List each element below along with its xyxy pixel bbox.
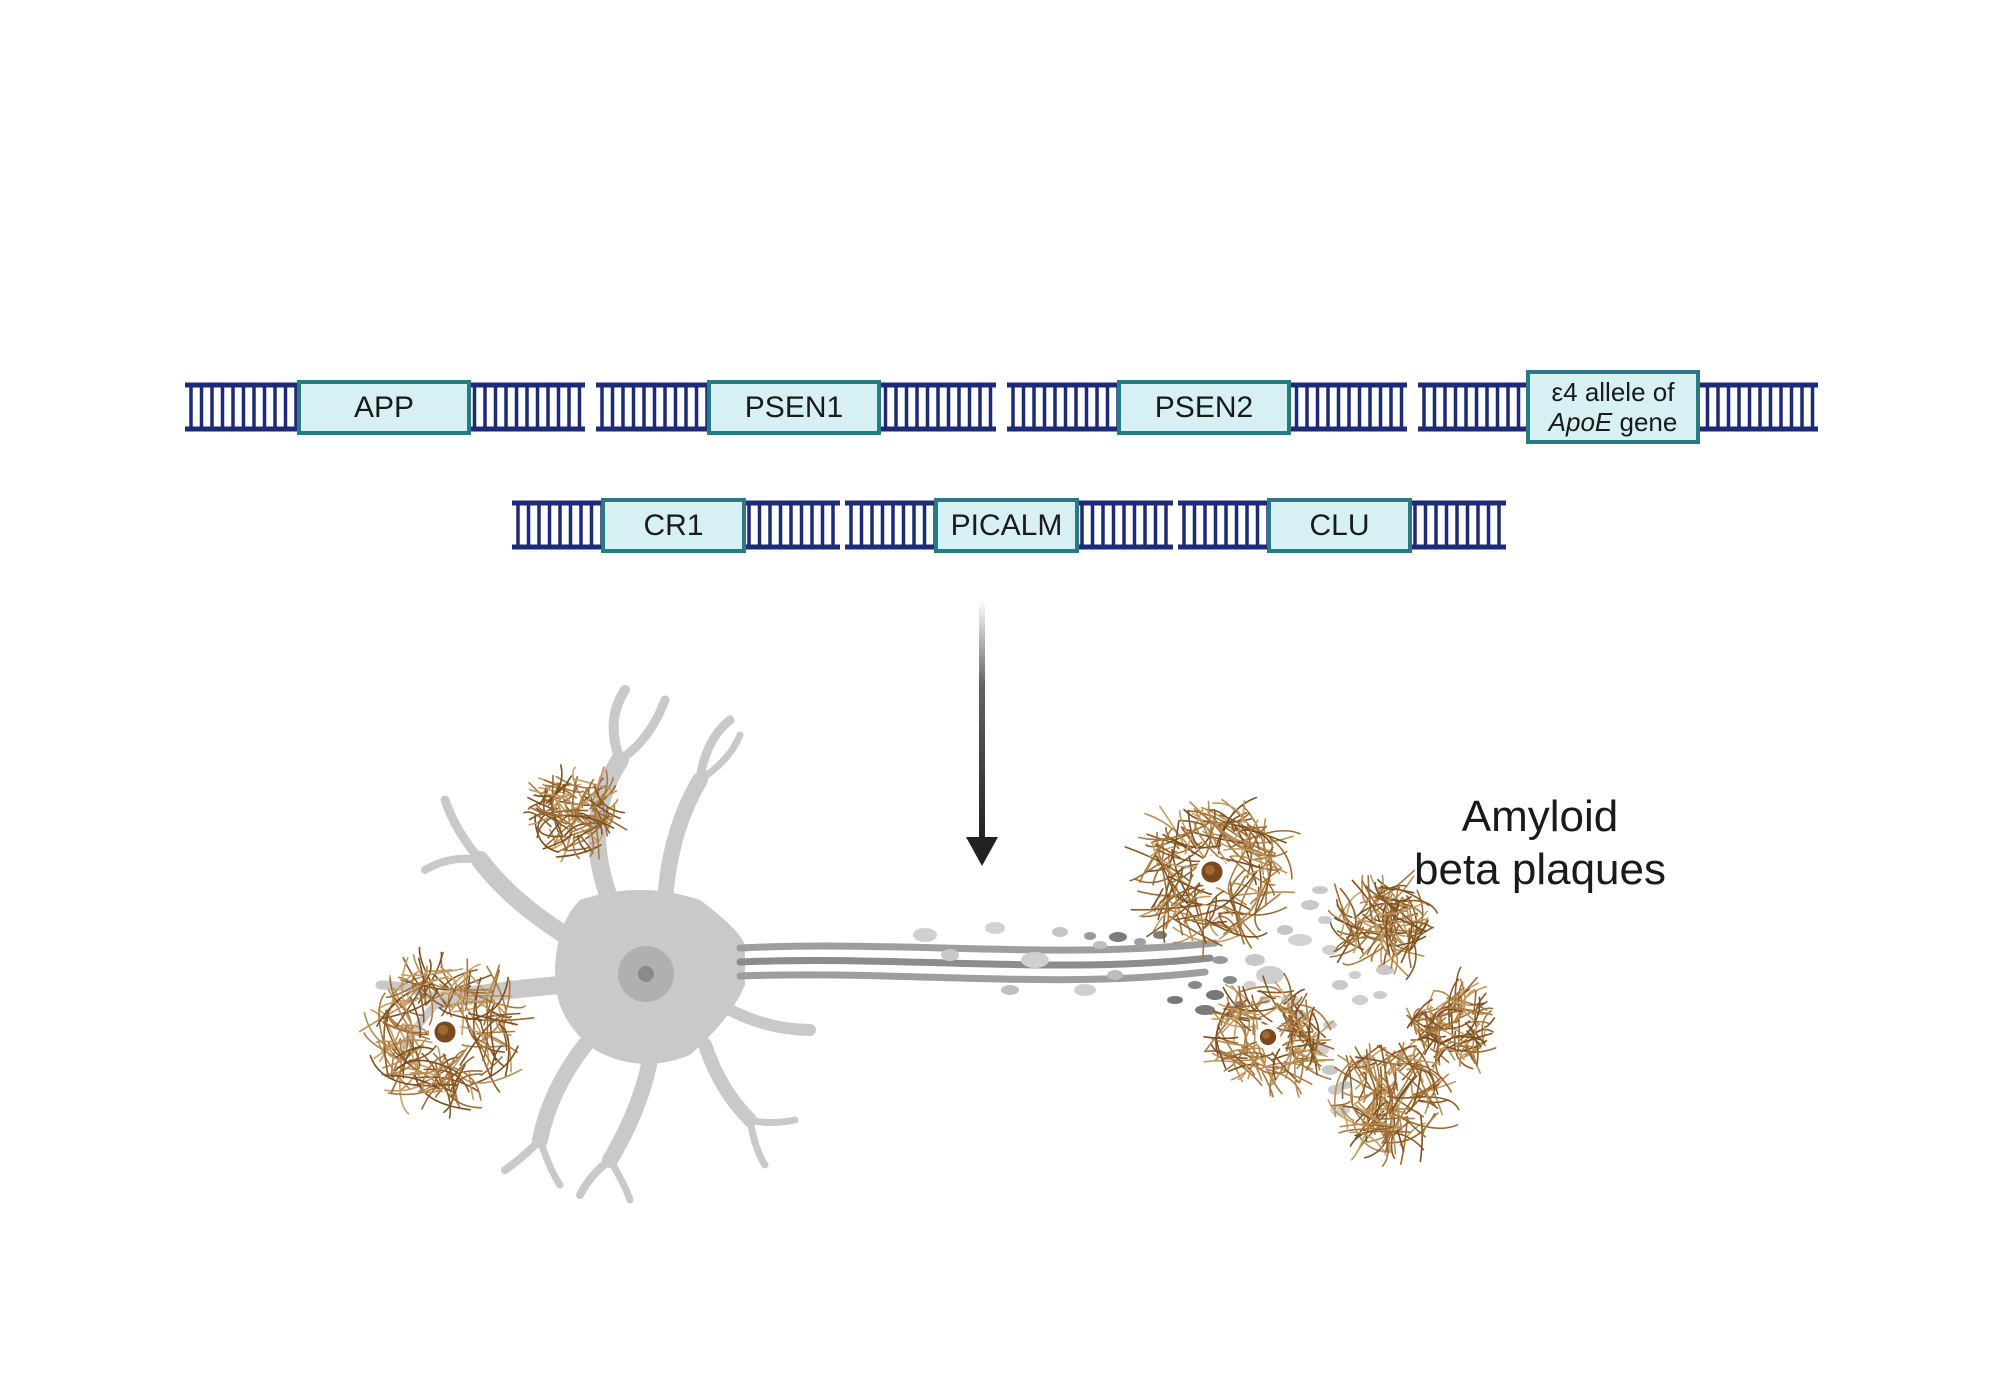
amyloid-plaque [523, 764, 628, 863]
gene-app: APP [297, 380, 471, 435]
fragment [1338, 1081, 1352, 1089]
fragment [1332, 980, 1348, 990]
amyloid-plaque [1327, 1039, 1460, 1167]
gene-clu: CLU [1267, 498, 1412, 553]
fragment [913, 928, 937, 942]
fragment [1244, 981, 1256, 989]
plaques-layer [358, 764, 1497, 1167]
fragment [1107, 970, 1123, 980]
fragment [1084, 932, 1096, 940]
gene-cr1: CR1 [601, 498, 746, 553]
apoe-italic: ApoE [1548, 407, 1613, 437]
fragment [1093, 941, 1107, 949]
apoe-line2-rest: gene [1612, 407, 1678, 437]
gene-psen2: PSEN2 [1117, 380, 1291, 435]
fragment [1109, 932, 1127, 942]
fragment [1206, 990, 1224, 1000]
fragment [1188, 981, 1202, 989]
fragment [1167, 996, 1183, 1004]
fragment [1223, 976, 1237, 984]
fragment [1312, 886, 1328, 894]
fragment [1376, 965, 1394, 975]
gene-picalm: PICALM [934, 498, 1079, 553]
amyloid-label-line1: Amyloid [1461, 792, 1619, 841]
amyloid-plaque [1124, 796, 1301, 961]
fragment [1195, 1005, 1215, 1015]
amyloid-label-line2: beta plaques [1414, 845, 1666, 894]
gene-label: PSEN2 [1154, 390, 1254, 424]
fragment [1021, 952, 1049, 968]
axon-fragments [913, 886, 1394, 1116]
fragment [1322, 945, 1338, 955]
gene-label: CLU [1309, 508, 1370, 542]
fragment [1134, 938, 1146, 946]
amyloid-plaque [358, 946, 535, 1119]
fragment [1245, 954, 1265, 966]
gene-label: PICALM [950, 508, 1063, 542]
neuron [375, 685, 1394, 1204]
fragment [1301, 900, 1319, 910]
fragment [1352, 995, 1368, 1005]
gene-label: PSEN1 [744, 390, 844, 424]
apoe-line2: ApoE gene [1549, 407, 1678, 437]
down-arrow [966, 600, 998, 866]
fragment [1256, 966, 1284, 984]
gene-psen1: PSEN1 [707, 380, 881, 435]
amyloid-label: Amyloid beta plaques [1395, 790, 1685, 896]
fragment [985, 922, 1005, 934]
fragment [1349, 971, 1361, 979]
fragment [1212, 956, 1228, 964]
fragment [1277, 925, 1293, 935]
fragment [1001, 985, 1019, 995]
amyloid-plaque [1327, 869, 1439, 981]
fragment [1153, 931, 1167, 939]
fragment [1288, 934, 1312, 946]
fragment [1074, 984, 1096, 996]
gene-label: CR1 [643, 508, 704, 542]
gene-label: APP [353, 390, 415, 424]
fragment [1318, 916, 1332, 924]
fragment [1052, 927, 1068, 937]
fragment [941, 949, 959, 961]
neuron-nucleolus [638, 966, 654, 982]
fragment [1322, 1065, 1338, 1075]
fragment [1373, 991, 1387, 999]
amyloid-plaque [1203, 972, 1335, 1098]
amyloid-plaque [1406, 966, 1497, 1081]
apoe-line1: ε4 allele of [1551, 377, 1675, 407]
gene-apoe: ε4 allele of ApoE gene [1526, 370, 1700, 444]
axon [736, 939, 1219, 984]
